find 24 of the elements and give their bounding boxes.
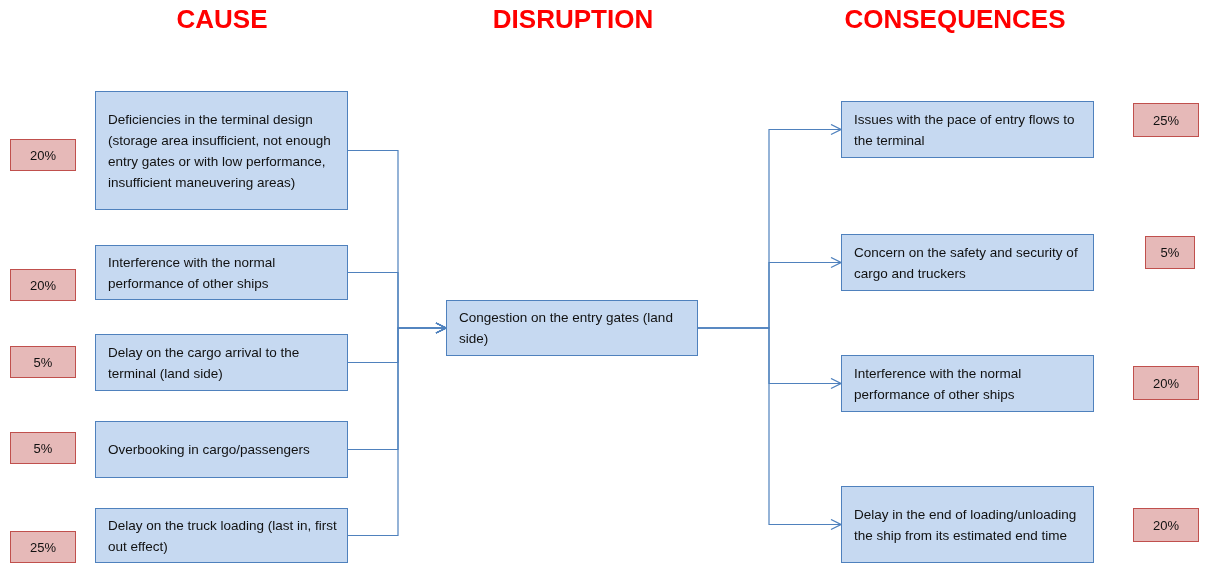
text-box: Congestion on the entry gates (land side): [446, 300, 698, 356]
text-box: Issues with the pace of entry flows to the terminal: [841, 101, 1094, 158]
text-box: Delay in the end of loading/unloading the ship from its estimated end time: [841, 486, 1094, 563]
column-heading: CAUSE: [176, 4, 268, 35]
text-box: Delay on the truck loading (last in, first out effect): [95, 508, 348, 563]
percentage-box: 20%: [10, 269, 76, 301]
connector-arrow: [347, 322, 447, 537]
percentage-box: 20%: [10, 139, 76, 171]
text-box: Interference with the normal performance of other ships: [95, 245, 348, 300]
text-box: Deficiencies in the terminal design (storage area insufficient, not enough entry gates or with low performance, insufficient maneuvering areas): [95, 91, 348, 210]
text-box: Delay on the cargo arrival to the terminal (land side): [95, 334, 348, 391]
percentage-box: 20%: [1133, 366, 1199, 400]
column-heading: DISRUPTION: [492, 4, 654, 35]
text-box: Concern on the safety and security of cargo and truckers: [841, 234, 1094, 291]
percentage-box: 5%: [10, 432, 76, 464]
percentage-box: 25%: [1133, 103, 1199, 137]
percentage-box: 25%: [10, 531, 76, 563]
percentage-box: 5%: [1145, 236, 1195, 269]
column-heading: CONSEQUENCES: [844, 4, 1066, 35]
text-box: Overbooking in cargo/passengers: [95, 421, 348, 478]
percentage-box: 5%: [10, 346, 76, 378]
connector-arrow: [697, 327, 842, 531]
percentage-box: 20%: [1133, 508, 1199, 542]
text-box: Interference with the normal performance of other ships: [841, 355, 1094, 412]
